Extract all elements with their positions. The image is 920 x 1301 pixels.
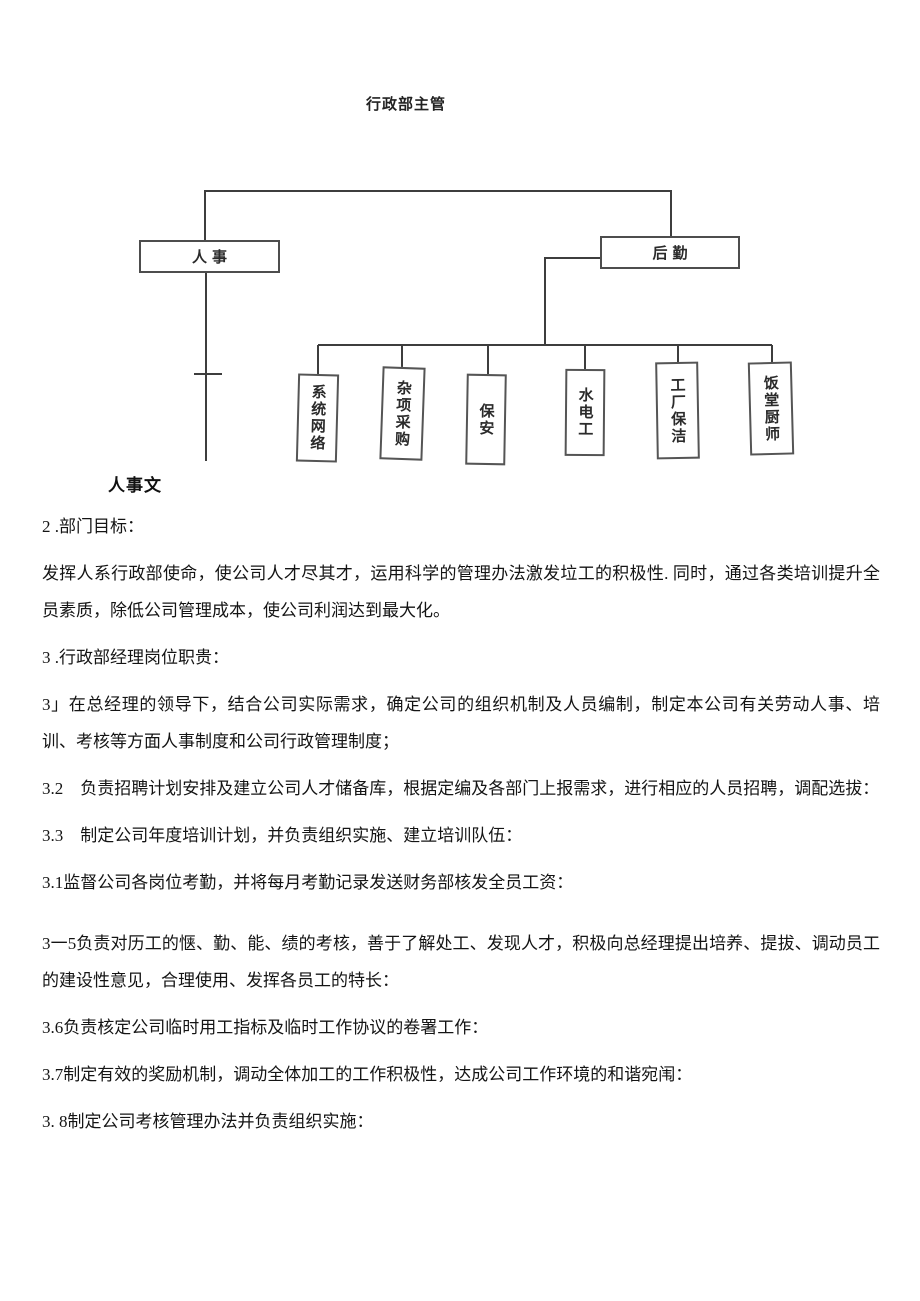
paragraph-duty-3-1: 3」在总经理的领导下，结合公司实际需求，确定公司的组织机制及人员编制，制定本公司… [42, 695, 880, 751]
org-node-factory-cleaning: 工厂保洁 [655, 361, 700, 460]
org-node-security-label: 保安 [477, 402, 494, 437]
hr-clerk-caption: 人事文 [108, 476, 162, 495]
document-title: 行政部主管 [366, 97, 447, 113]
paragraph-manager-duty-heading: 3 .行政部经理岗位职贵： [42, 648, 229, 667]
paragraph-duty-3-7: 3.7制定有效的奖励机制，调动全体加工的工作积极性，达成公司工作环境的和谐宛闱： [42, 1065, 693, 1084]
paragraph-dept-goal-text: 发挥人系行政部使命，使公司人才尽其才，运用科学的管理办法激发垃工的积极性. 同时… [42, 564, 880, 620]
org-node-misc-procurement: 杂项采购 [379, 366, 426, 461]
org-node-canteen-chef: 饭堂厨师 [747, 361, 795, 456]
org-node-plumber-electrician: 水电工 [564, 368, 606, 457]
paragraph-duty-3-6: 3.6负责核定公司临时用工指标及临时工作协议的卷署工作： [42, 1018, 489, 1037]
org-node-misc-procurement-label: 杂项采购 [392, 379, 412, 448]
org-node-security: 保安 [465, 373, 507, 466]
paragraph-duty-3-2: 3.2 负责招聘计划安排及建立公司人才储备库，根据定编及各部门上报需求，进行相应… [42, 779, 880, 798]
paragraph-duty-3-4: 3.1监督公司各岗位考勤，并将每月考勤记录发送财务部核发全员工资： [42, 873, 574, 892]
org-node-logistics-label: 后勤 [652, 246, 693, 262]
org-node-hr-label: 人事 [191, 250, 232, 266]
paragraph-duty-3-5: 3一5负责对历工的惬、勤、能、绩的考核，善于了解处工、发现人才，积极向总经理提出… [42, 934, 880, 990]
org-node-system-network: 系统网络 [295, 373, 340, 463]
document-body: 2 .部门目标： 发挥人系行政部使命，使公司人才尽其才，运用科学的管理办法激发垃… [42, 508, 880, 1150]
org-node-hr: 人事 [139, 240, 280, 273]
org-node-system-network-label: 系统网络 [308, 383, 326, 453]
org-chart-connector-lines [194, 190, 773, 461]
paragraph-duty-3-3: 3.3 制定公司年度培训计划，并负责组织实施、建立培训队伍： [42, 826, 523, 845]
org-node-plumber-electrician-label: 水电工 [576, 386, 593, 439]
paragraph-dept-goal-heading: 2 .部门目标： [42, 517, 144, 536]
paragraph-duty-3-8: 3. 8制定公司考核管理办法并负责组织实施： [42, 1112, 374, 1131]
org-node-factory-cleaning-label: 工厂保洁 [668, 376, 686, 445]
org-node-canteen-chef-label: 饭堂厨师 [761, 374, 780, 443]
org-node-logistics: 后勤 [600, 236, 740, 269]
